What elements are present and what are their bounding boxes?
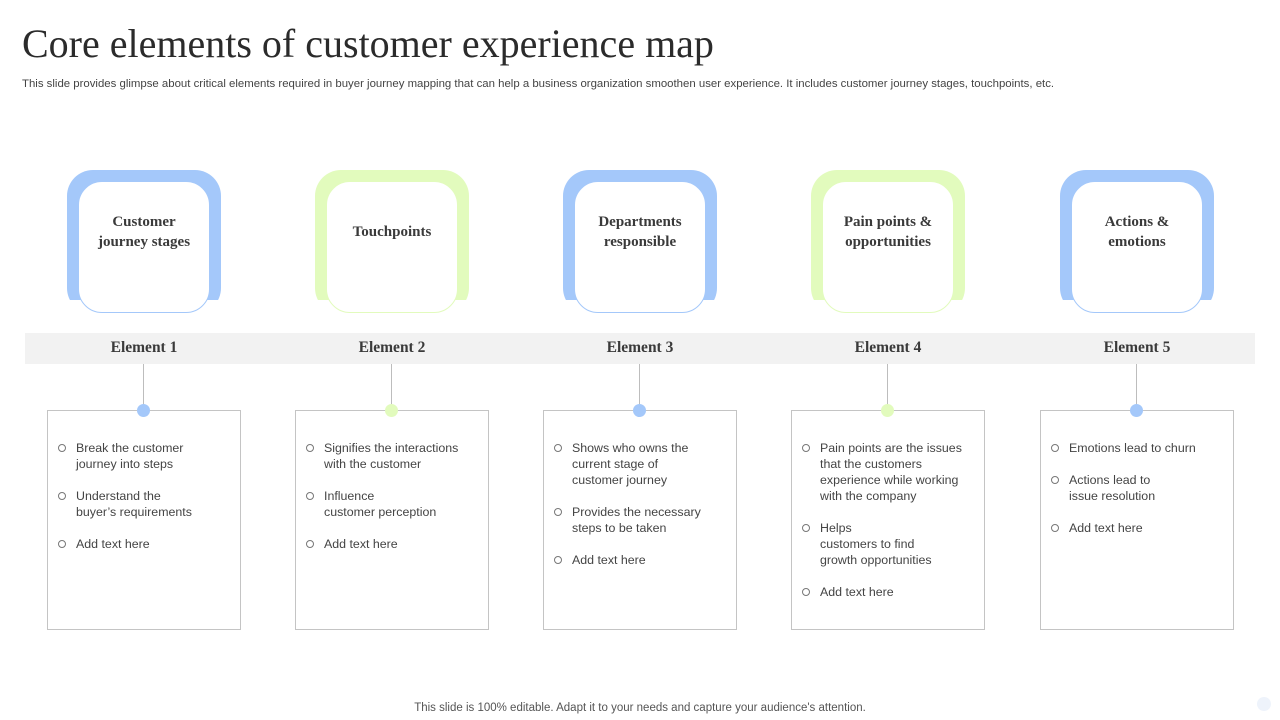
element-column-5: Actions & emotions Element 5 Emotions le… [1037, 0, 1237, 720]
connector-line [887, 364, 888, 406]
element-label: Element 3 [606, 339, 674, 356]
footer-note: This slide is 100% editable. Adapt it to… [414, 702, 866, 714]
element-column-4: Pain points & opportunities Element 4 Pa… [788, 0, 988, 720]
bullet-item: Provides the necessary steps to be taken [554, 504, 734, 536]
connector-dot [137, 404, 150, 417]
connector-line [391, 364, 392, 406]
card-heading: Customer journey stages [97, 214, 191, 250]
element-column-2: Touchpoints Element 2 Signifies the inte… [292, 0, 492, 720]
bullet-item: Pain points are the issues that the cust… [802, 440, 982, 504]
bullet-item: Emotions lead to churn [1051, 440, 1231, 456]
bullet-item: Add text here [306, 536, 486, 552]
card: Customer journey stages [78, 181, 210, 313]
card: Actions & emotions [1071, 181, 1203, 313]
card-heading: Actions & emotions [1104, 214, 1170, 250]
element-label: Element 4 [854, 339, 922, 356]
connector-dot [881, 404, 894, 417]
detail-box [791, 410, 985, 630]
bullet-item: Shows who owns the current stage of cust… [554, 440, 734, 488]
page-subtitle: This slide provides glimpse about critic… [22, 78, 1055, 90]
bullet-list: Pain points are the issues that the cust… [802, 440, 982, 616]
connector-dot [385, 404, 398, 417]
card: Touchpoints [326, 181, 458, 313]
element-label: Element 1 [110, 339, 178, 356]
detail-box [543, 410, 737, 630]
element-column-1: Customer journey stages Element 1 Break … [44, 0, 244, 720]
bullet-item: Add text here [1051, 520, 1231, 536]
bullet-item: Understand the buyer’s requirements [58, 488, 238, 520]
bullet-item: Influence customer perception [306, 488, 486, 520]
detail-box [1040, 410, 1234, 630]
page-title: Core elements of customer experience map [22, 21, 714, 66]
element-label: Element 5 [1103, 339, 1171, 356]
card-heading: Touchpoints [352, 224, 432, 240]
bullet-list: Break the customer journey into steps Un… [58, 440, 238, 568]
connector-dot [1130, 404, 1143, 417]
card: Departments responsible [574, 181, 706, 313]
connector-line [143, 364, 144, 406]
bullet-item: Signifies the interactions with the cust… [306, 440, 486, 472]
detail-box [47, 410, 241, 630]
connector-line [639, 364, 640, 406]
connector-line [1136, 364, 1137, 406]
bullet-list: Shows who owns the current stage of cust… [554, 440, 734, 584]
bullet-item: Add text here [802, 584, 982, 600]
card-heading: Departments responsible [598, 214, 682, 250]
element-label: Element 2 [358, 339, 426, 356]
element-column-3: Departments responsible Element 3 Shows … [540, 0, 740, 720]
element-band [25, 333, 1255, 364]
bullet-item: Helps customers to find growth opportuni… [802, 520, 982, 568]
bullet-item: Actions lead to issue resolution [1051, 472, 1231, 504]
bullet-item: Add text here [554, 552, 734, 568]
connector-dot [633, 404, 646, 417]
bullet-list: Emotions lead to churn Actions lead to i… [1051, 440, 1231, 552]
card-heading: Pain points & opportunities [843, 214, 933, 250]
card: Pain points & opportunities [822, 181, 954, 313]
bullet-list: Signifies the interactions with the cust… [306, 440, 486, 568]
bullet-item: Break the customer journey into steps [58, 440, 238, 472]
corner-dot-icon [1257, 697, 1271, 711]
bullet-item: Add text here [58, 536, 238, 552]
